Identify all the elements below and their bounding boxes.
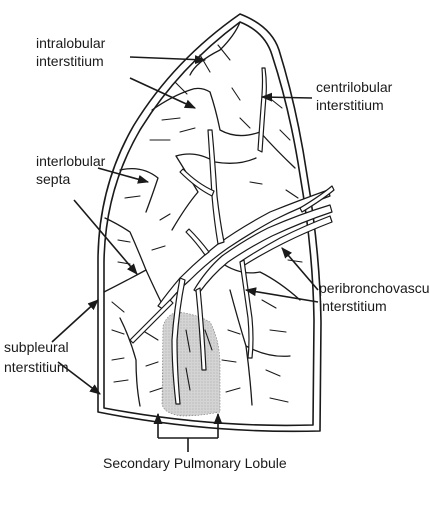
arrow-intralobular-1 — [130, 57, 205, 60]
label-subpleural-line2: nterstitium — [4, 359, 69, 375]
arrow-peribronchovascular-1 — [282, 248, 318, 290]
bronchovascular-bundle — [130, 68, 334, 404]
label-centrilobular-line2: interstitium — [316, 97, 384, 113]
arrow-subpleural-1 — [52, 300, 98, 342]
arrow-centrilobular — [262, 97, 312, 98]
lobule-bracket — [158, 438, 218, 452]
label-peribronchovascular-line1: peribronchovascula — [319, 280, 430, 296]
label-subpleural-line1: subpleural — [4, 339, 69, 355]
label-interlobular-line1: interlobular — [36, 153, 106, 169]
label-centrilobular-line1: centrilobular — [316, 79, 393, 95]
arrow-interlobular-2 — [74, 200, 137, 274]
label-interlobular-line2: septa — [36, 171, 70, 187]
label-intralobular-line1: intralobular — [36, 35, 106, 51]
label-peribronchovascular-line2: interstitium — [319, 298, 387, 314]
secondary-lobule-shading — [162, 312, 220, 416]
caption-secondary-pulmonary-lobule: Secondary Pulmonary Lobule — [103, 455, 287, 471]
label-intralobular-line2: interstitium — [36, 53, 104, 69]
arrow-peribronchovascular-2 — [246, 290, 318, 302]
